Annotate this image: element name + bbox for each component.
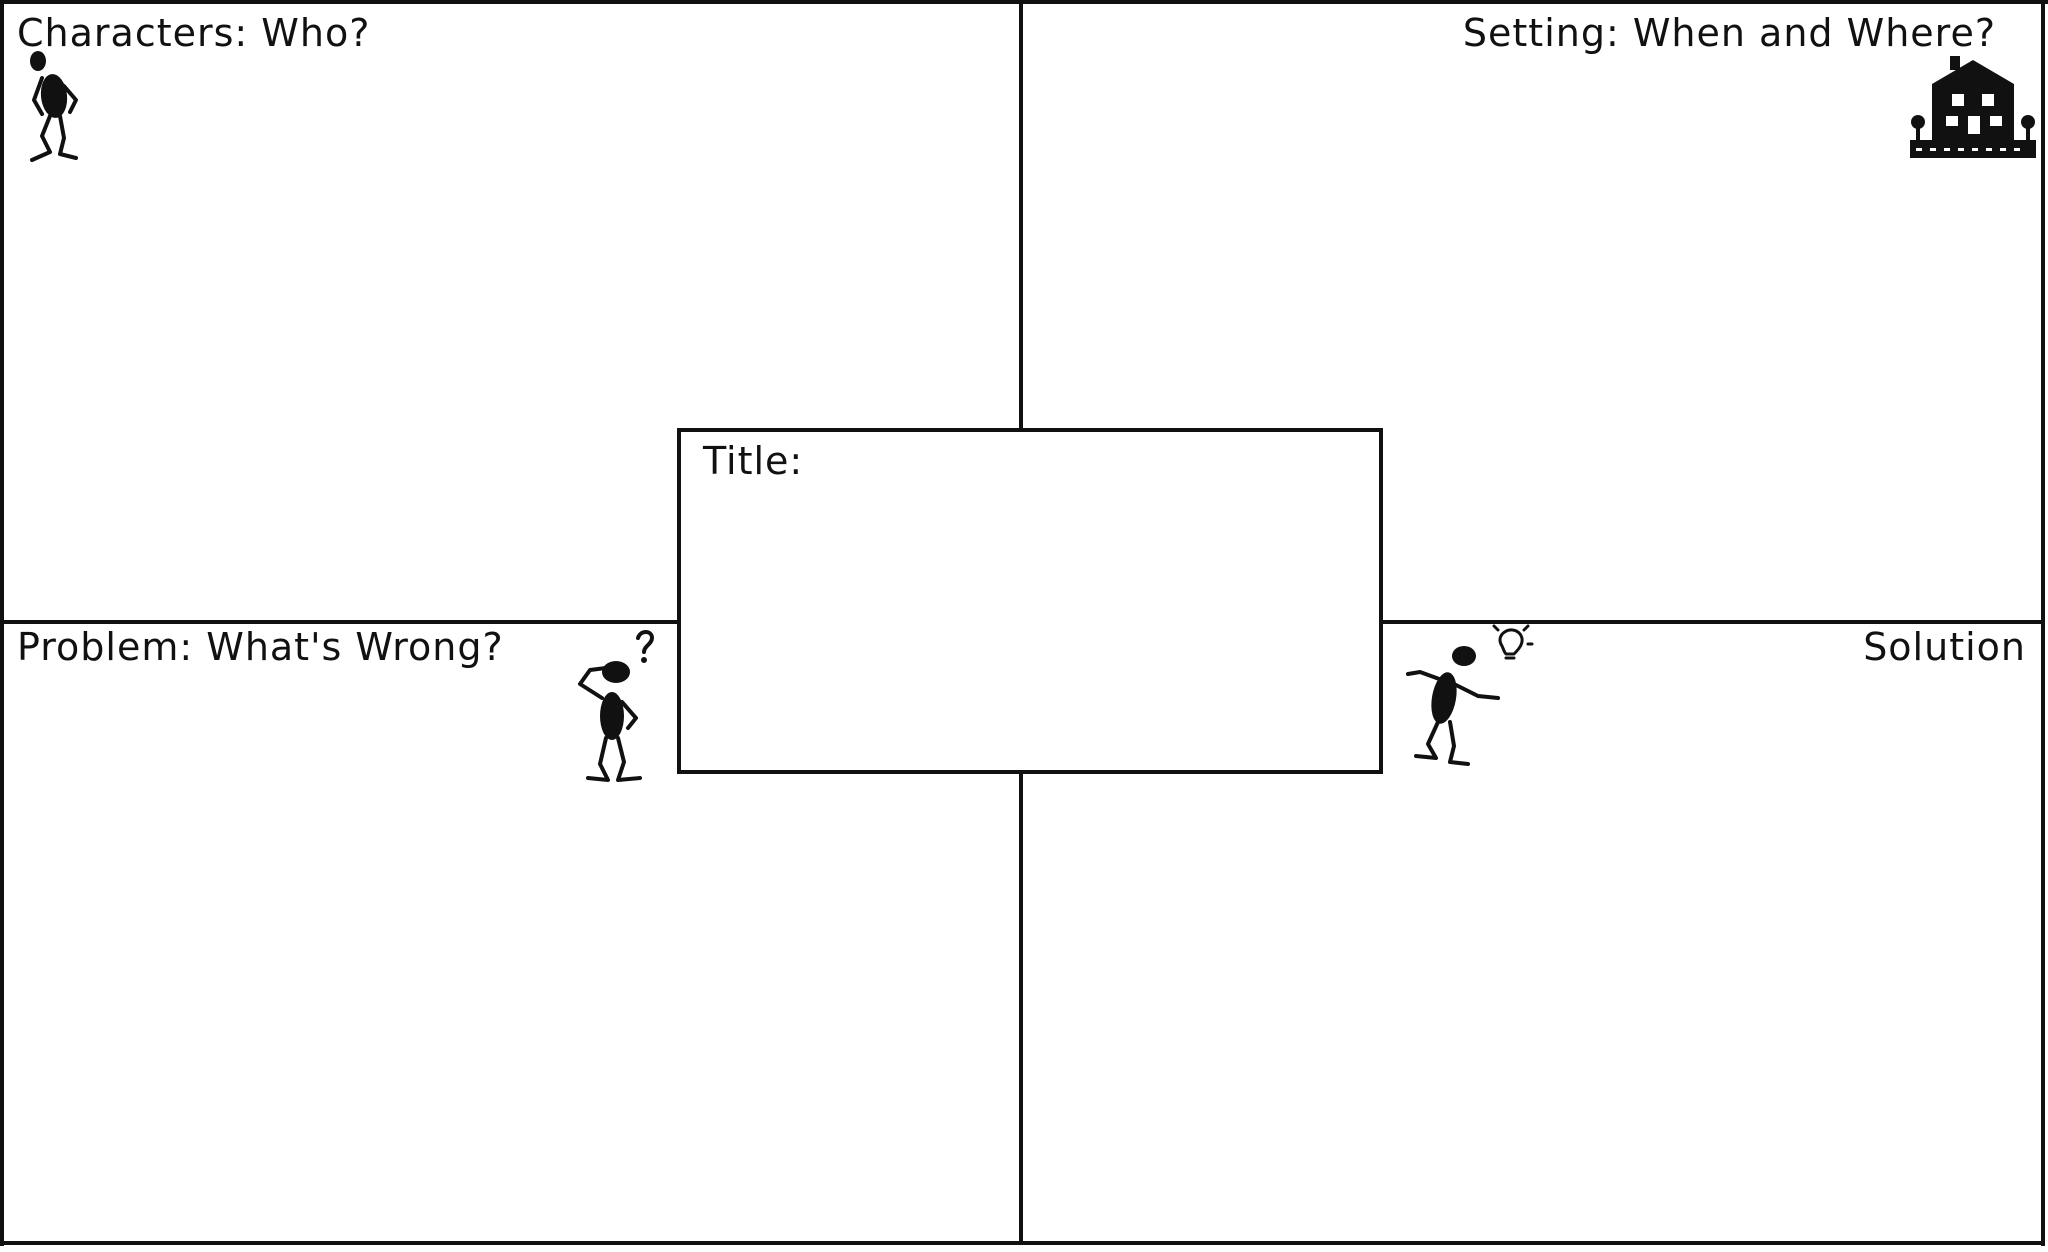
solution-label: Solution [1863, 625, 2026, 669]
characters-label: Characters: Who? [17, 11, 371, 55]
title-box: Title: [677, 428, 1383, 774]
house-icon [1910, 56, 2036, 158]
setting-label: Setting: When and Where? [1462, 11, 1996, 55]
lightbulb-figure-icon [1406, 624, 1534, 766]
confused-figure-icon [578, 630, 654, 782]
problem-label: Problem: What's Wrong? [17, 625, 504, 669]
walking-figure-icon [30, 51, 78, 162]
title-label: Title: [703, 439, 804, 483]
outer-border-top [0, 0, 2048, 4]
